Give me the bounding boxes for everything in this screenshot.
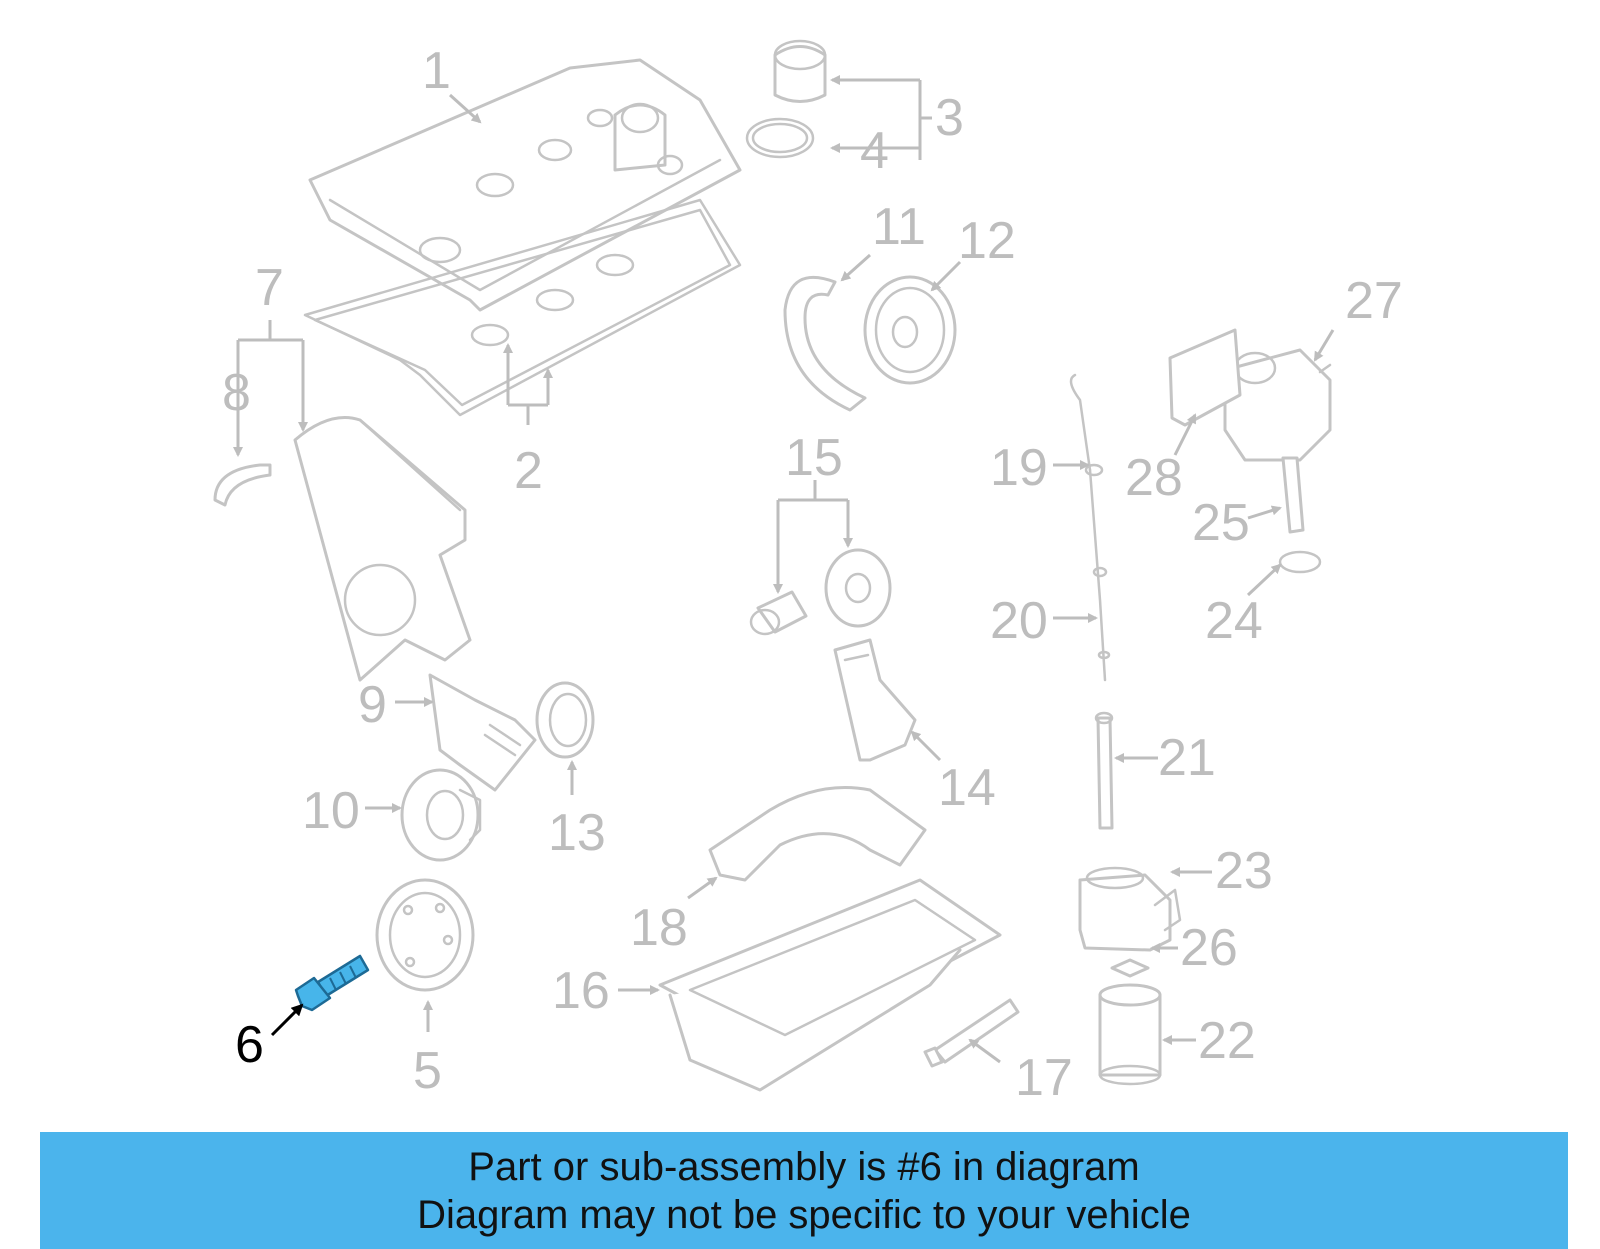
part-25-stud: [1281, 456, 1305, 534]
callout-8: 8: [222, 364, 251, 422]
part-13-gear: [535, 681, 595, 759]
part-7-timing-cover: [293, 416, 472, 682]
callout-7: 7: [255, 259, 284, 317]
info-banner: Part or sub-assembly is #6 in diagram Di…: [40, 1132, 1568, 1249]
callout-23: 23: [1215, 842, 1273, 900]
part-17-sealant-tube: [923, 998, 1020, 1068]
leader-lines: [233, 75, 1335, 1064]
part-15-tensioner: [749, 548, 892, 636]
callout-20: 20: [990, 592, 1048, 650]
part-19-20-dipstick: [1069, 373, 1111, 682]
callout-9: 9: [358, 676, 387, 734]
callout-27: 27: [1345, 272, 1403, 330]
part-9-cover-plate: [428, 673, 537, 792]
callout-26: 26: [1180, 919, 1238, 977]
part-21-guide-tube: [1094, 711, 1114, 830]
callout-18: 18: [630, 899, 688, 957]
callout-labels: 1 2 3 4 5 6 7 8 9 10 11 12 13 14 15 16 1…: [222, 42, 1403, 1107]
callout-1: 1: [422, 42, 451, 100]
banner-line-2: Diagram may not be specific to your vehi…: [417, 1192, 1191, 1237]
callout-21: 21: [1158, 729, 1216, 787]
callout-11: 11: [872, 198, 926, 256]
callout-12: 12: [958, 212, 1016, 270]
part-5-crank-pulley: [375, 878, 475, 992]
callout-17: 17: [1015, 1049, 1073, 1107]
callout-25: 25: [1192, 494, 1250, 552]
part-24-o-ring: [1278, 550, 1322, 574]
part-3-oil-cap: [773, 39, 827, 103]
part-4-seal-ring: [745, 117, 815, 159]
callout-22: 22: [1198, 1012, 1256, 1070]
callout-4: 4: [860, 122, 889, 180]
callout-13: 13: [548, 804, 606, 862]
part-11-timing-belt: [783, 275, 867, 412]
part-6-bolt-highlighted[interactable]: [294, 954, 370, 1012]
callout-3: 3: [935, 89, 964, 147]
part-27-oil-pump: [1223, 348, 1332, 462]
callout-16: 16: [552, 962, 610, 1020]
part-18-baffle: [708, 786, 927, 882]
callout-19: 19: [990, 439, 1048, 497]
part-8-bracket: [213, 463, 272, 507]
callout-5: 5: [413, 1042, 442, 1100]
callout-14: 14: [938, 759, 996, 817]
callout-15: 15: [785, 429, 843, 487]
part-1-valve-cover: [308, 58, 742, 312]
part-14-bracket: [833, 638, 917, 762]
part-12-cam-gear: [863, 275, 957, 385]
part-23-filter-housing: [1078, 866, 1182, 952]
callout-6: 6: [235, 1016, 264, 1074]
part-28-gasket-plate: [1168, 328, 1242, 427]
part-2-gasket: [303, 198, 742, 417]
part-22-oil-filter: [1098, 983, 1162, 1086]
callout-2: 2: [514, 442, 543, 500]
callout-24: 24: [1205, 592, 1263, 650]
callout-28: 28: [1125, 449, 1183, 507]
part-26-seal: [1110, 958, 1150, 978]
banner-line-1: Part or sub-assembly is #6 in diagram: [468, 1144, 1140, 1189]
callout-10: 10: [302, 782, 360, 840]
part-16-oil-pan: [658, 878, 1002, 1092]
part-10-pulley: [400, 768, 482, 862]
